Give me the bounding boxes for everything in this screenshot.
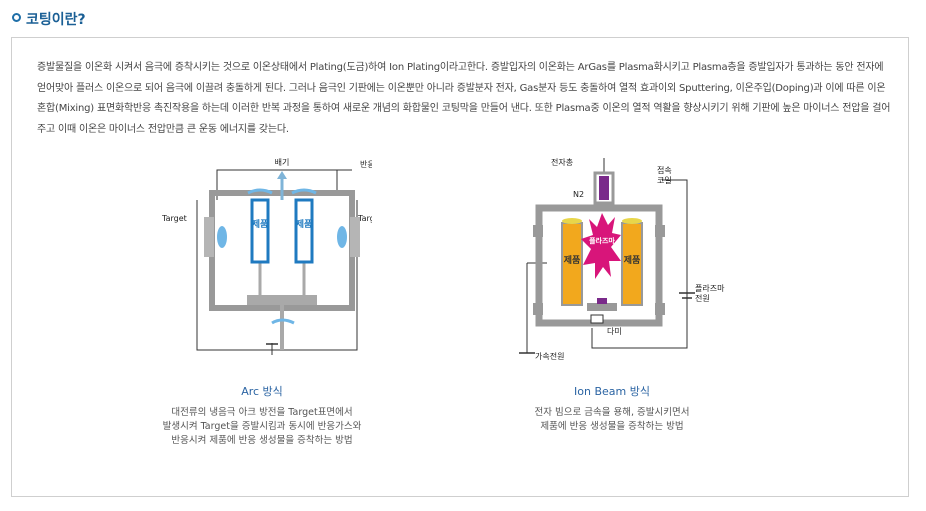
arc-caption-line-3: 반응시켜 제품에 반응 생성물을 증착하는 방법 — [171, 435, 353, 446]
plasma-label: 플라즈마 — [589, 236, 615, 245]
ion-caption-line-1: 전자 빔으로 금속을 용해, 증발시키면서 — [534, 407, 690, 418]
arc-caption-line-1: 대전류의 냉음극 아크 방전을 Target표면에서 — [171, 407, 353, 418]
section-header: 코팅이란? — [12, 8, 86, 30]
ion-caption-title: Ion Beam 방식 — [574, 385, 650, 398]
ion-beam-method-diagram: 제품 제품 플라즈마 전자총 N2 접속 코일 플라즈마 전원 다미 가속전원 — [519, 157, 725, 361]
ion-caption-text: 전자 빔으로 금속을 용해, 증발시키면서 제품에 반응 생성물을 증착하는 방… — [492, 406, 732, 434]
arc-product-right — [294, 198, 314, 264]
plasma-power-wire — [591, 179, 688, 349]
electron-gun-label: 전자총 — [551, 157, 573, 167]
target-holder-left — [204, 217, 214, 257]
rotation-arrow-icon — [291, 188, 317, 195]
arc-product-left-label: 제품 — [252, 218, 269, 230]
dummy-label: 다미 — [607, 327, 622, 336]
target-right-label: Target — [357, 214, 372, 223]
circle-bullet-icon — [12, 12, 21, 22]
fixture-plate — [247, 295, 317, 305]
arc-product-right-label: 제품 — [296, 218, 313, 230]
arc-caption-title: Arc 방식 — [241, 385, 283, 398]
arc-method-diagram: 제품 제품 배기 반응가스 Target Target — [162, 158, 372, 355]
arc-caption-line-2: 발생시켜 Target을 증발시킴과 동시에 반응가스와 — [162, 421, 362, 432]
coil-label-2: 코일 — [657, 176, 672, 185]
exhaust-label: 배기 — [275, 158, 290, 167]
plasma-power-label-2: 전원 — [695, 293, 710, 303]
arc-product-left — [250, 198, 270, 264]
target-right — [337, 226, 347, 248]
coil-label-1: 접속 — [657, 165, 672, 175]
page-title: 코팅이란? — [26, 12, 86, 28]
arc-chamber-wall — [209, 190, 355, 311]
ion-product-left-label: 제품 — [564, 254, 581, 266]
ion-product-right-label: 제품 — [624, 254, 641, 266]
plasma-burst — [581, 213, 621, 279]
rotation-arrow-icon — [271, 318, 295, 325]
arc-circuit-wire — [196, 200, 358, 351]
target-holder-right — [350, 217, 360, 257]
target-left-label: Target — [162, 214, 187, 223]
reaction-gas-label: 반응가스 — [360, 160, 372, 169]
plasma-power-label-1: 플라즈마 — [695, 284, 725, 293]
n2-label: N2 — [573, 190, 584, 199]
rotation-arrow-icon — [247, 188, 273, 195]
ion-caption-line-2: 제품에 반응 생성물을 증착하는 방법 — [540, 421, 684, 432]
target-left — [217, 226, 227, 248]
content-box: 증발물질을 이온화 시켜서 음극에 증착시키는 것으로 이온상태에서 Plati… — [11, 37, 909, 497]
crucible — [597, 298, 607, 304]
description-paragraph: 증발물질을 이온화 시켜서 음극에 증착시키는 것으로 이온상태에서 Plati… — [37, 62, 891, 135]
accel-power-label: 가속전원 — [535, 351, 564, 361]
arc-caption-text: 대전류의 냉음극 아크 방전을 Target표면에서 발생시켜 Target을 … — [142, 406, 382, 448]
